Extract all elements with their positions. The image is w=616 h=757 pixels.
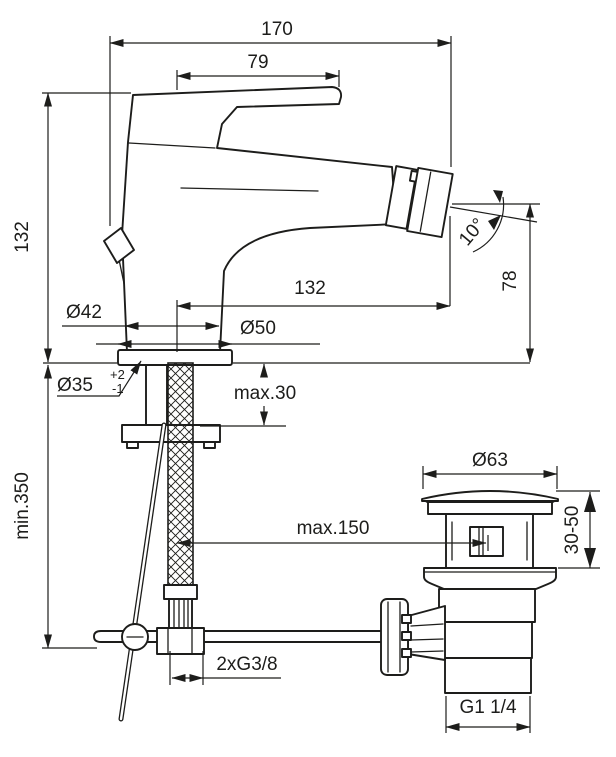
dim-label-o35: Ø35 bbox=[57, 375, 93, 396]
body-highlight-line bbox=[180, 187, 319, 192]
drain-threaded-end bbox=[444, 657, 532, 694]
dim-waste-thread: G1 1/4 bbox=[445, 696, 531, 733]
dim-label-min350: min.350 bbox=[12, 472, 33, 540]
drain-window bbox=[469, 526, 504, 557]
dim-label-o35-tol-minus: -1 bbox=[112, 381, 124, 396]
dim-hole-diameter: Ø35 +2 -1 bbox=[57, 360, 142, 397]
drain-tailpiece bbox=[438, 588, 536, 694]
linkage-knurled-nut bbox=[380, 598, 412, 676]
dim-spout-angle: 10° bbox=[449, 190, 538, 253]
shank bbox=[145, 364, 168, 426]
dim-rod-max-reach: max.150 bbox=[176, 518, 489, 551]
drain-plug-cap bbox=[421, 490, 559, 515]
aerator bbox=[384, 165, 454, 239]
hose-ribbed-section bbox=[168, 598, 193, 629]
dim-label-max150: max.150 bbox=[297, 518, 370, 539]
dim-spout-height: 78 bbox=[452, 203, 540, 363]
dim-supply-thread: 2xG3/8 bbox=[169, 651, 281, 685]
dim-label-2xg38: 2xG3/8 bbox=[216, 654, 277, 675]
faucet-body bbox=[121, 86, 397, 353]
dim-min-clearance: min.350 bbox=[12, 364, 97, 649]
dim-overall-length: 170 bbox=[109, 19, 452, 306]
dim-label-132-horizontal: 132 bbox=[294, 278, 326, 299]
drain-assembly bbox=[380, 490, 559, 694]
dim-label-o50: Ø50 bbox=[240, 318, 276, 339]
drain-lower-flange bbox=[423, 567, 557, 590]
dim-label-g114: G1 1/4 bbox=[459, 697, 516, 718]
linkage-cone bbox=[407, 605, 446, 661]
dim-body-height: 132 bbox=[12, 92, 131, 363]
drain-cap-ring bbox=[427, 501, 553, 515]
dim-max-deck: max.30 bbox=[200, 363, 296, 427]
dim-label-o42: Ø42 bbox=[66, 302, 102, 323]
flex-hose bbox=[163, 362, 198, 629]
hose-hex-nut bbox=[156, 627, 205, 655]
dim-label-max30: max.30 bbox=[234, 383, 296, 404]
pivot-joint bbox=[121, 623, 149, 651]
dim-label-o35-tol-plus: +2 bbox=[110, 367, 125, 382]
dim-label-78: 78 bbox=[500, 270, 521, 291]
dim-label-30-50: 30-50 bbox=[562, 506, 583, 555]
drain-body bbox=[445, 513, 534, 569]
dim-body-diameter: Ø42 bbox=[62, 302, 220, 330]
dim-label-o63: Ø63 bbox=[472, 450, 508, 471]
hose-collar bbox=[163, 584, 198, 600]
dim-label-79: 79 bbox=[247, 52, 268, 73]
cartridge-cap-line bbox=[128, 142, 216, 149]
dim-handle-reach: 79 bbox=[176, 52, 340, 90]
dim-base-diameter: Ø50 bbox=[96, 318, 320, 348]
dim-waste-cap-diameter: Ø63 bbox=[422, 450, 558, 489]
dim-label-132-vertical: 132 bbox=[12, 221, 33, 253]
pop-up-knob bbox=[103, 227, 135, 264]
dim-label-170: 170 bbox=[261, 19, 293, 40]
dim-waste-range: 30-50 bbox=[556, 490, 600, 569]
faucet bbox=[103, 86, 454, 722]
pop-up-rod bbox=[118, 422, 167, 722]
